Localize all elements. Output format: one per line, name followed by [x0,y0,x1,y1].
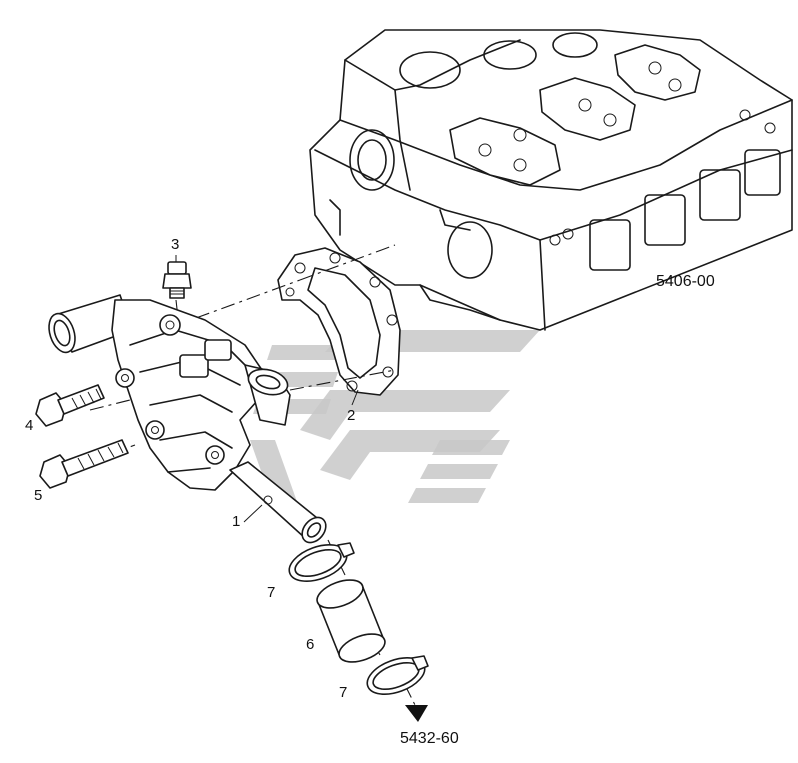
water-pump-housing-part-1 [48,294,327,544]
hose-part-6 [316,579,386,663]
callout-7-upper: 7 [267,584,276,601]
callout-4: 4 [25,417,34,434]
hose-clamp-part-7-upper [288,542,355,583]
reference-cylinder-block: 5406-00 [656,273,715,290]
callout-2: 2 [347,407,356,424]
bolt-part-4 [35,384,105,427]
callout-6: 6 [306,636,315,653]
cylinder-block-illustration [309,29,793,331]
gasket-part-2 [277,247,401,396]
hose-clamp-part-7-lower [366,655,429,696]
bolt-part-5 [39,439,129,489]
callout-leaders [175,255,359,523]
reference-continuation: 5432-60 [400,730,459,747]
callout-3: 3 [171,236,180,253]
temperature-sensor-part-3 [162,261,192,299]
callout-1: 1 [232,513,241,530]
continuation-arrow [405,705,428,722]
callout-7-lower: 7 [339,684,348,701]
callout-5: 5 [34,487,43,504]
